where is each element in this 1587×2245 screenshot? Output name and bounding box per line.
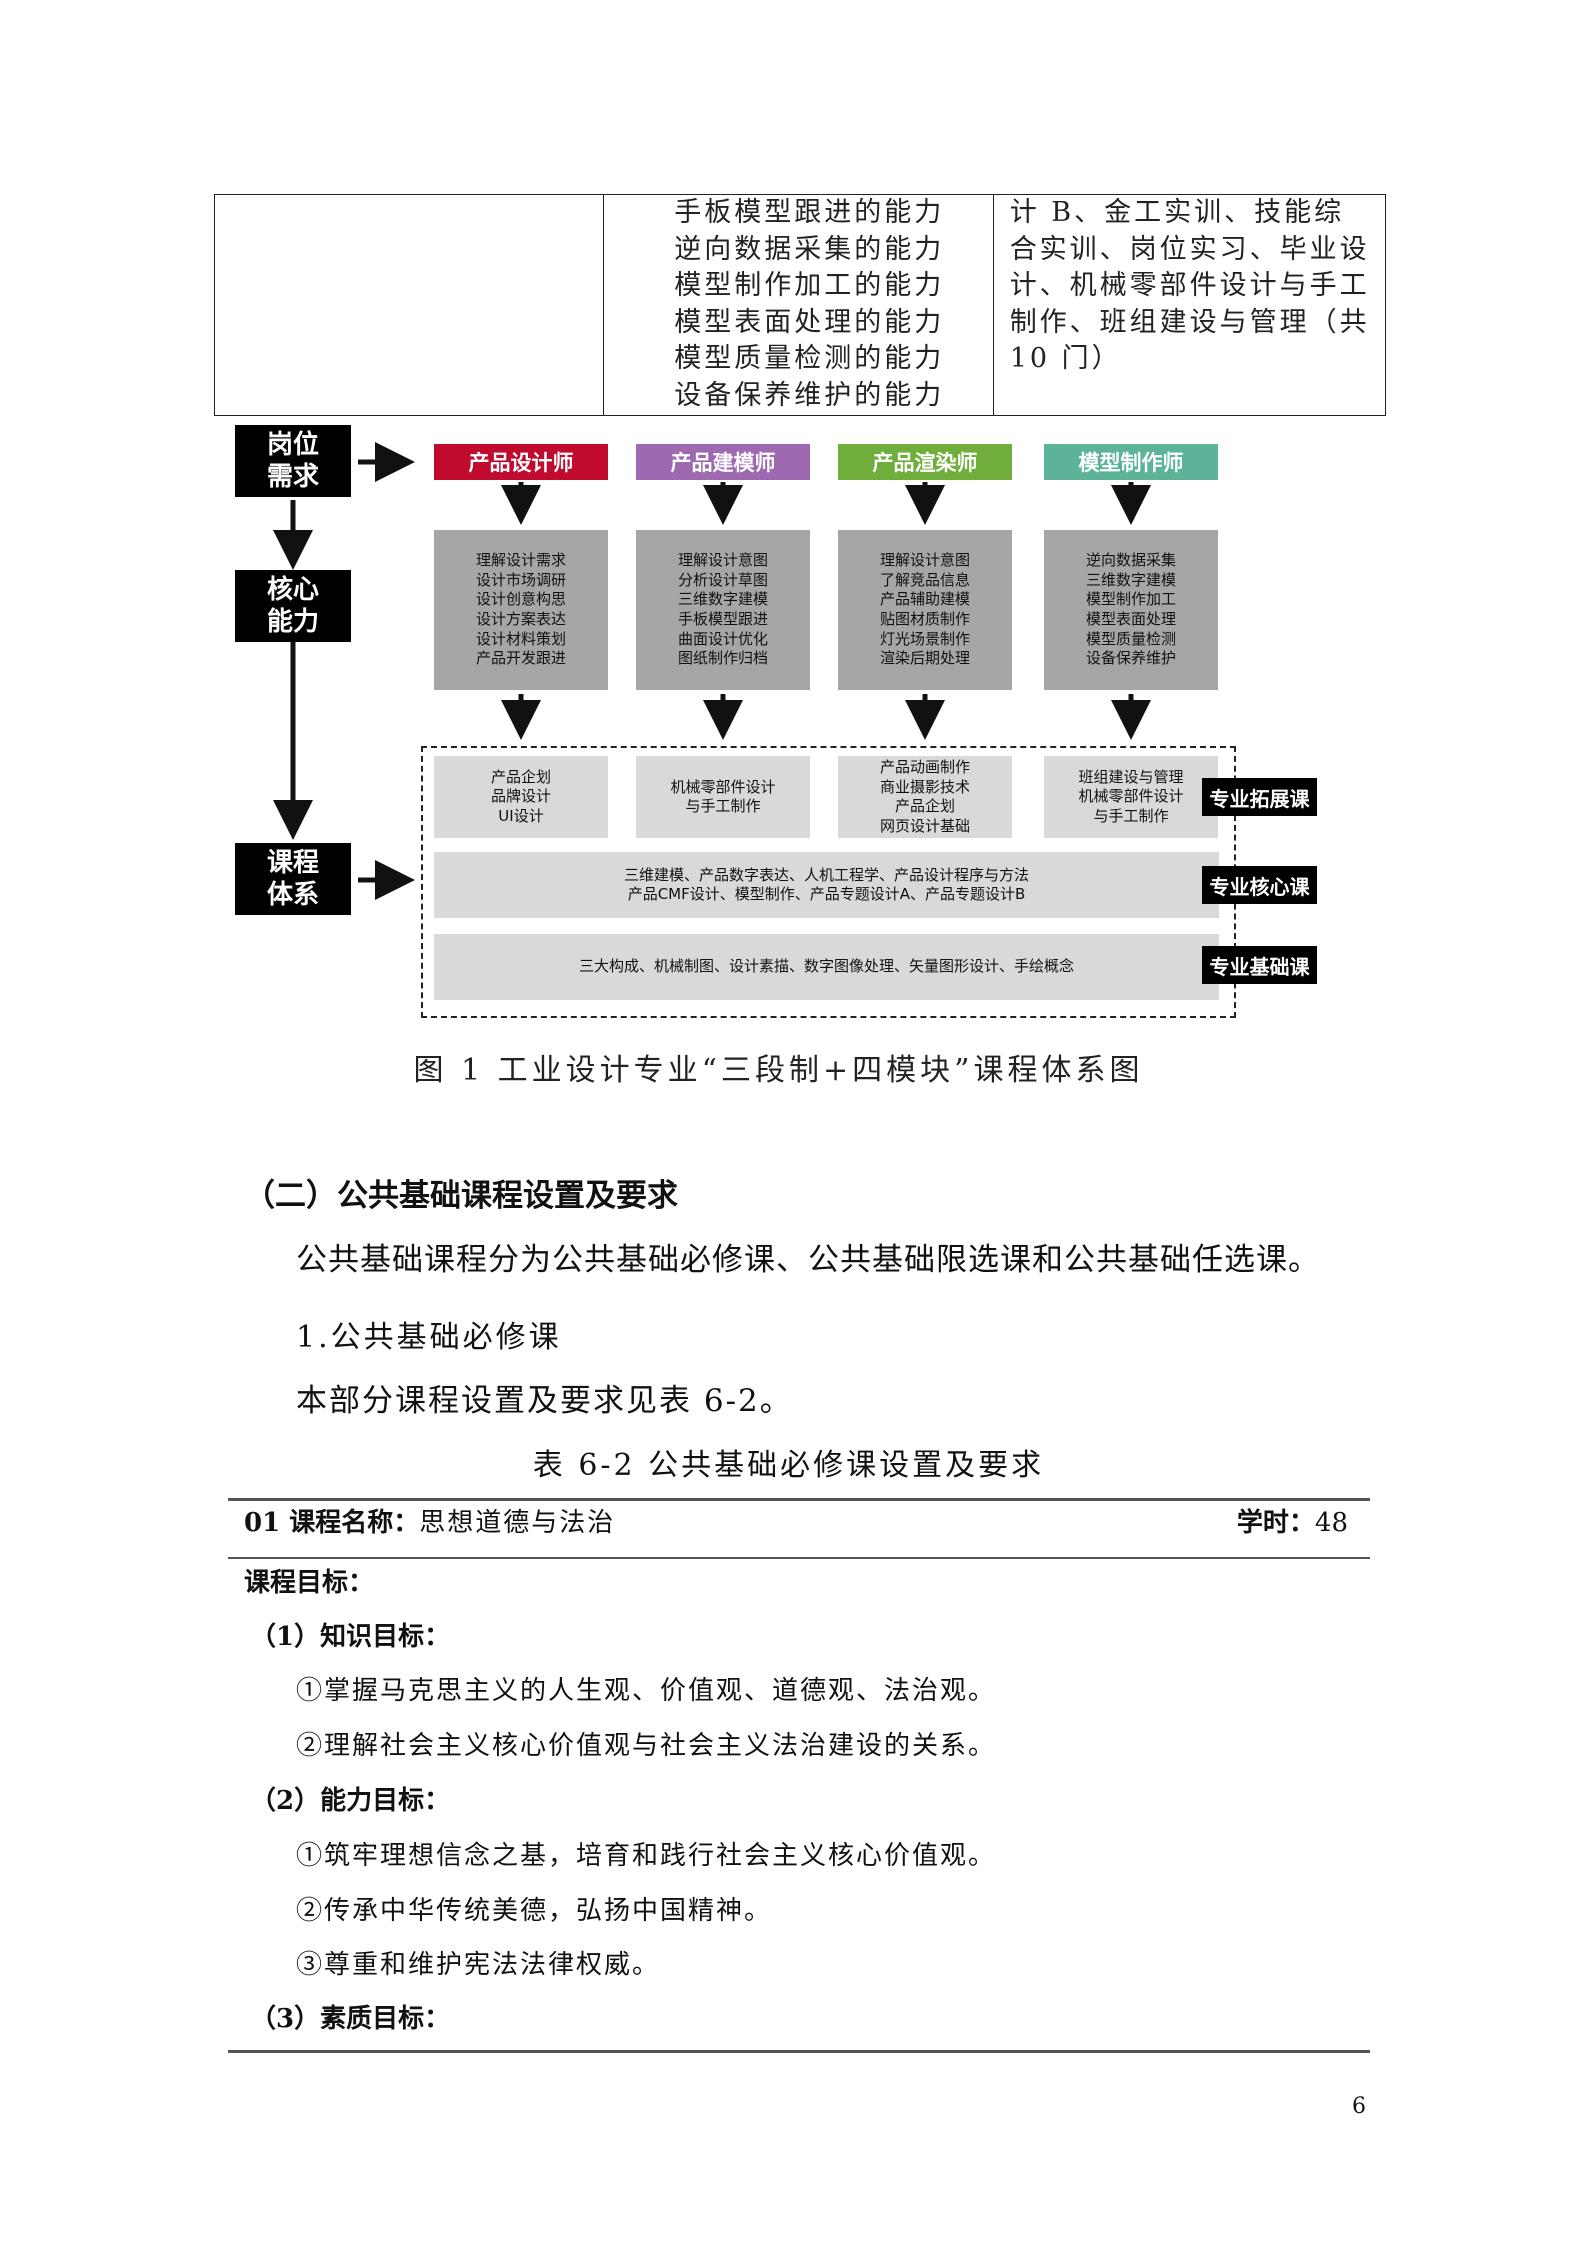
ability-item: ②传承中华传统美德，弘扬中国精神。 xyxy=(296,1896,773,1926)
figure-caption: 图 1 工业设计专业“三段制+四模块”课程体系图 xyxy=(413,1053,1144,1088)
label-course-system: 课程 体系 xyxy=(235,843,351,915)
ability-box: 逆向数据采集三维数字建模模型制作加工模型表面处理模型质量检测设备保养维护 xyxy=(1044,530,1218,690)
ability-box: 理解设计需求设计市场调研设计创意构思设计方案表达设计材料策划产品开发跟进 xyxy=(434,530,608,690)
quality-label: （3）素质目标： xyxy=(250,2004,451,2034)
course-list-text: 计 B、金工实训、技能综合实训、岗位实习、毕业设计、机械零部件设计与手工制作、班… xyxy=(1009,197,1370,374)
role-arrows xyxy=(501,482,1151,525)
label-extension-course: 专业拓展课 xyxy=(1202,778,1317,816)
section-heading: （二）公共基础课程设置及要求 xyxy=(244,1178,678,1214)
ability-box: 理解设计意图分析设计草图三维数字建模手板模型跟进曲面设计优化图纸制作归档 xyxy=(636,530,810,690)
continuation-table: 手板模型跟进的能力 逆向数据采集的能力 模型制作加工的能力 模型表面处理的能力 … xyxy=(214,194,1386,416)
ability-box: 理解设计意图了解竞品信息产品辅助建模贴图材质制作灯光场景制作渲染后期处理 xyxy=(838,530,1012,690)
ext-course-box: 产品动画制作商业摄影技术产品企划网页设计基础 xyxy=(838,756,1012,838)
table-cell-abilities: 手板模型跟进的能力 逆向数据采集的能力 模型制作加工的能力 模型表面处理的能力 … xyxy=(604,195,994,415)
intro-paragraph: 公共基础课程分为公共基础必修课、公共基础限选课和公共基础任选课。 xyxy=(296,1242,1320,1278)
ability-item: ①筑牢理想信念之基，培育和践行社会主义核心价值观。 xyxy=(296,1841,997,1871)
label-core-course: 专业核心课 xyxy=(1202,866,1317,904)
knowledge-item: ②理解社会主义核心价值观与社会主义法治建设的关系。 xyxy=(296,1731,997,1761)
role-product-modeler: 产品建模师 xyxy=(636,444,810,480)
label-job-demand: 岗位 需求 xyxy=(235,425,351,497)
arrow-layer xyxy=(273,442,1151,900)
ability-label: （2）能力目标： xyxy=(250,1786,451,1816)
table-rule-mid xyxy=(228,1557,1370,1559)
label-core-ability: 核心 能力 xyxy=(235,570,351,642)
role-product-designer: 产品设计师 xyxy=(434,444,608,480)
ability-line: 模型表面处理的能力 xyxy=(674,306,945,338)
role-model-maker: 模型制作师 xyxy=(1044,444,1218,480)
base-course-box: 三大构成、机械制图、设计素描、数字图像处理、矢量图形设计、手绘概念 xyxy=(434,934,1219,1000)
objectives-label: 课程目标： xyxy=(244,1568,375,1598)
sub-heading: 1.公共基础必修课 xyxy=(296,1320,562,1355)
ability-arrows xyxy=(501,694,1151,740)
label-base-course: 专业基础课 xyxy=(1202,946,1317,984)
ext-course-box: 机械零部件设计与手工制作 xyxy=(636,756,810,838)
table-rule-bottom xyxy=(228,2050,1370,2053)
course-name-label: 01 课程名称： xyxy=(244,1508,420,1538)
knowledge-label: （1）知识目标： xyxy=(250,1622,451,1652)
knowledge-item: ①掌握马克思主义的人生观、价值观、道德观、法治观。 xyxy=(296,1676,997,1706)
core-course-box: 三维建模、产品数字表达、人机工程学、产品设计程序与方法产品CMF设计、模型制作、… xyxy=(434,852,1219,918)
table-cell-empty xyxy=(215,195,605,415)
ability-line: 手板模型跟进的能力 xyxy=(674,197,945,228)
table-rule-top xyxy=(228,1498,1370,1501)
curriculum-diagram: 岗位 需求 核心 能力 课程 体系 产品设计师 产品建模师 产品渲染师 模型制作… xyxy=(230,420,1380,1020)
table-caption: 表 6-2 公共基础必修课设置及要求 xyxy=(532,1448,1045,1483)
ability-line: 模型制作加工的能力 xyxy=(674,270,945,301)
ability-item: ③尊重和维护宪法法律权威。 xyxy=(296,1950,661,1980)
table-cell-courses: 计 B、金工实训、技能综合实训、岗位实习、毕业设计、机械零部件设计与手工制作、班… xyxy=(994,195,1385,415)
course-title-row: 01 课程名称：思想道德与法治 学时：48 xyxy=(244,1502,1354,1539)
role-product-renderer: 产品渲染师 xyxy=(838,444,1012,480)
reference-text: 本部分课程设置及要求见表 6-2。 xyxy=(296,1383,793,1419)
hours-label: 学时： xyxy=(1236,1508,1315,1538)
ext-course-box: 班组建设与管理机械零部件设计与手工制作 xyxy=(1044,756,1218,838)
page-number: 6 xyxy=(1352,2094,1366,2119)
course-name: 思想道德与法治 xyxy=(419,1508,616,1538)
ability-line: 逆向数据采集的能力 xyxy=(674,233,945,265)
ability-line: 模型质量检测的能力 xyxy=(674,343,945,374)
course-hours: 48 xyxy=(1314,1508,1348,1538)
ability-line: 设备保养维护的能力 xyxy=(674,379,945,411)
